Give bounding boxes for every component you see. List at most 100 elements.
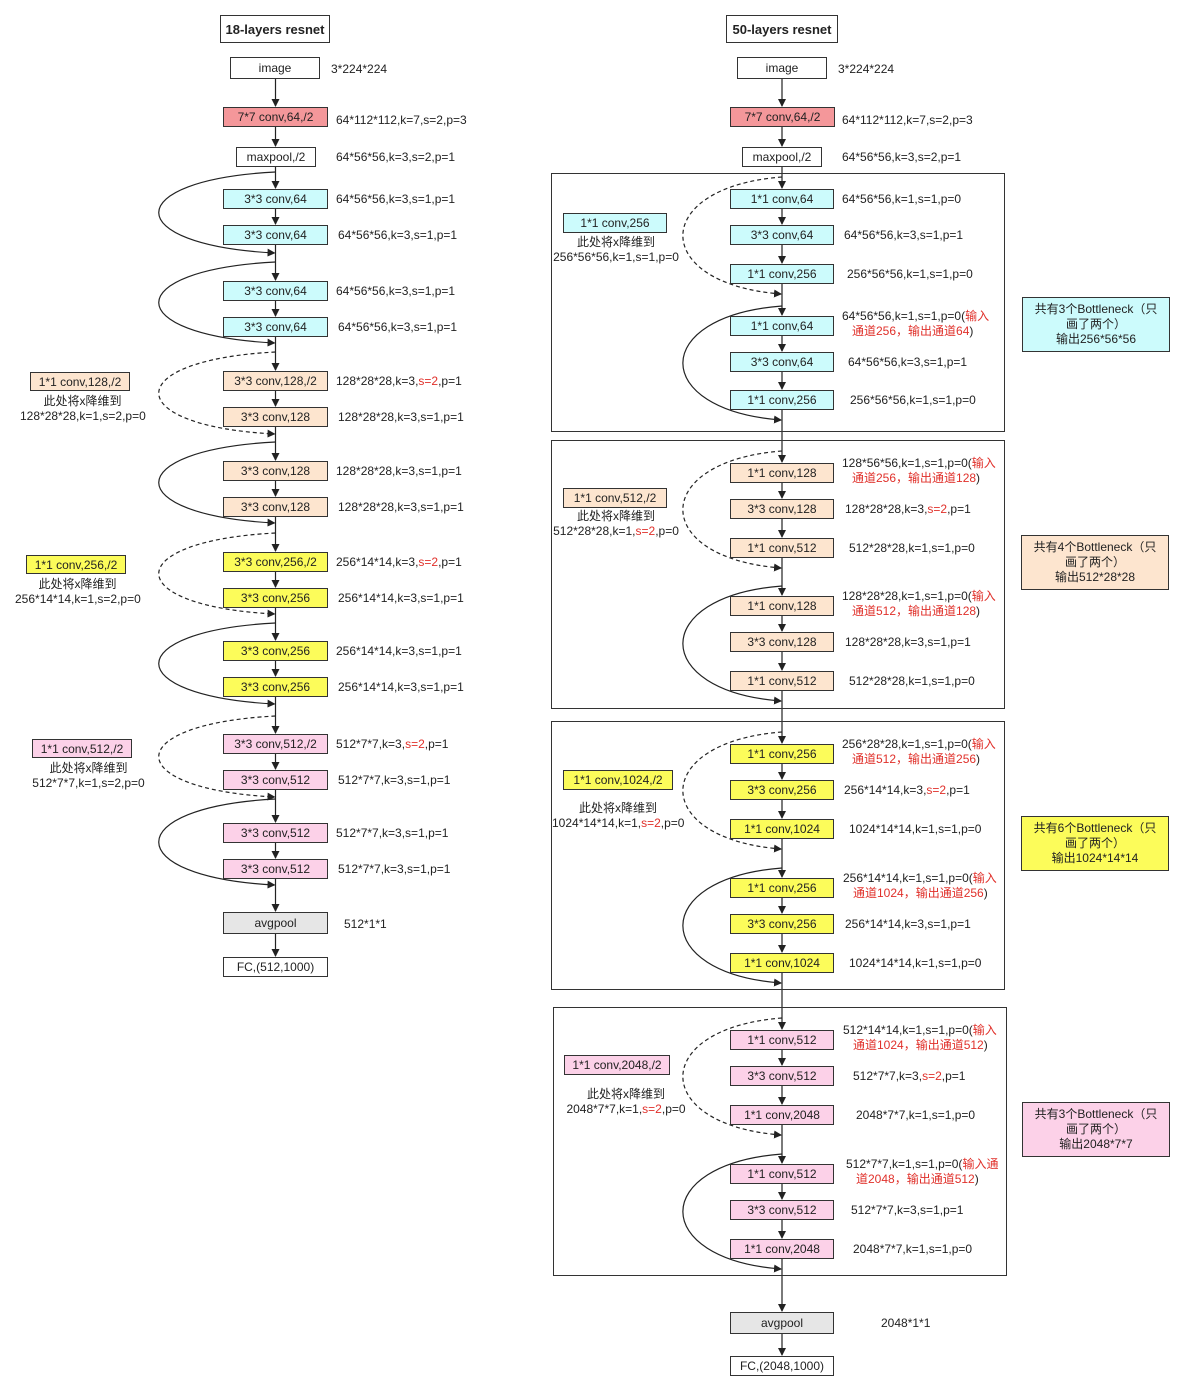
right-stage-1-frame [551,173,1005,432]
left-maxpool-box: maxpool,/2 [236,147,316,167]
left-fc-box: FC,(512,1000) [223,957,328,977]
right-stage-2-layer-5-ann: 128*28*28,k=3,s=1,p=1 [845,635,971,649]
right-stage-3-layer-4-ann-red: 输入 [972,871,997,885]
right-stage-3-shortcut-note-text: 1024*14*14,k=1, [552,816,642,830]
right-avgpool-ann: 2048*1*1 [881,1316,931,1330]
left-skip-5 [158,798,276,889]
right-stage-3-layer-1-ann-tail: ) [976,752,981,766]
right-stage-2-shortcut-note-tail: ,p=0 [655,524,679,538]
right-stage-4-layer-3-ann: 2048*7*7,k=1,s=1,p=0 [856,1108,976,1122]
right-stage-3-layer-4-ann-tail: ) [983,886,988,900]
left-layer-14-box: 3*3 conv,512 [223,770,328,790]
right-stage-1-layer-5-ann: 64*56*56,k=3,s=1,p=1 [848,355,968,369]
left-layer-16-ann: 512*7*7,k=3,s=1,p=1 [338,862,451,876]
left-skip-2 [158,261,276,347]
right-stage-1-layer-4-ann-line2: 通道256，输出通道64) [842,324,989,339]
left-layer-5-ann-red: s=2 [418,374,439,388]
left-layer-10-box: 3*3 conv,256 [223,588,328,608]
right-conv1-ann: 64*112*112,k=7,s=2,p=3 [842,113,973,127]
left-layer-8-box: 3*3 conv,128 [223,497,328,517]
right-stage-1-summary-text: 共有3个Bottleneck（只画了两个）输出256*56*56 [1035,302,1158,347]
left-avgpool-box: avgpool [223,912,328,934]
right-stage-3-shortcut-box: 1*1 conv,1024,/2 [563,770,673,790]
right-stage-2-shortcut-note-text: 512*28*28,k=1, [553,524,636,538]
right-stage-2-layer-1-ann: 128*56*56,k=1,s=1,p=0(输入通道256，输出通道128) [842,456,996,486]
right-stage-1-layer-4-ann-red2: 通道256，输出通道64 [852,324,970,338]
right-stage-2-shortcut-curve [682,450,783,572]
right-stage-4-shortcut-note-line2: 2048*7*7,k=1,s=2,p=0 [560,1102,692,1117]
left-layer-11-box: 3*3 conv,256 [223,641,328,661]
right-stage-4-summary-line-1: 共有3个Bottleneck（只 [1034,1107,1158,1121]
right-stage-4-layer-4-ann-red: 输入通 [962,1157,999,1171]
right-stage-2-layer-1-ann-tail: ) [976,471,981,485]
right-stage-1-layer-4-ann: 64*56*56,k=1,s=1,p=0(输入通道256，输出通道64) [842,309,989,339]
right-stage-4-layer-2-ann: 512*7*7,k=3,s=2,p=1 [853,1069,965,1084]
right-stage-3-shortcut-note-tail: ,p=0 [660,816,685,830]
right-stage-4-summary: 共有3个Bottleneck（只画了两个）输出2048*7*7 [1022,1102,1170,1157]
right-stage-1-layer-4-ann-tail: ) [969,324,974,338]
left-layer-9-ann-red: s=2 [418,555,439,569]
right-stage-4-layer-1-ann-line2: 通道1024，输出通道512) [843,1038,997,1053]
right-stage-1-summary-line-1: 共有3个Bottleneck（只 [1034,302,1158,316]
right-stage-2-shortcut-note-line2: 512*28*28,k=1,s=2,p=0 [550,524,682,539]
right-stage-1-skip-curve [682,305,783,424]
right-stage-4-layer-4-ann-line1: 512*7*7,k=1,s=1,p=0(输入通 [846,1157,998,1172]
right-stage-3-summary: 共有6个Bottleneck（只画了两个）输出1024*14*14 [1021,816,1169,871]
left-layer-15-ann: 512*7*7,k=3,s=1,p=1 [336,826,449,840]
right-stage-2-layer-2-box: 3*3 conv,128 [730,499,834,519]
left-shortcut-1-note-line2: 128*28*28,k=1,s=2,p=0 [20,409,146,423]
left-layer-16-box: 3*3 conv,512 [223,859,328,879]
left-layer-9-ann-tail: ,p=1 [438,555,462,569]
right-stage-3-skip-curve [682,867,783,987]
right-stage-3-layer-1-ann: 256*28*28,k=1,s=1,p=0(输入通道512，输出通道256) [842,737,996,767]
right-stage-4-layer-6-box: 1*1 conv,2048 [730,1239,834,1259]
left-skip-1 [158,171,276,257]
right-stage-1-layer-2-ann: 64*56*56,k=3,s=1,p=1 [844,228,964,242]
right-stage-3-layer-1-ann-text: 256*28*28,k=1,s=1,p=0( [842,737,972,751]
right-stage-4-layer-2-ann-text: 512*7*7,k=3, [853,1069,923,1083]
right-stage-2-layer-4-ann-tail: ) [976,604,981,618]
right-maxpool-ann: 64*56*56,k=3,s=2,p=1 [842,150,962,164]
left-shortcut-3-box: 1*1 conv,512,/2 [32,739,132,758]
right-stage-3-shortcut-curve [682,731,783,853]
right-stage-1-summary-line-2: 画了两个） [1065,317,1126,331]
left-image-box: image [230,57,320,79]
left-layer-5-ann: 128*28*28,k=3,s=2,p=1 [336,374,462,389]
left-maxpool-ann: 64*56*56,k=3,s=2,p=1 [336,150,456,164]
left-layer-7-box: 3*3 conv,128 [223,461,328,481]
left-layer-5-ann-tail: ,p=1 [438,374,462,388]
right-stage-3-layer-1-ann-line1: 256*28*28,k=1,s=1,p=0(输入 [842,737,996,752]
right-stage-4-layer-1-ann-red: 输入 [972,1023,997,1037]
right-stage-2-layer-4-ann-text: 128*28*28,k=1,s=1,p=0( [842,589,972,603]
right-stage-3-layer-1-ann-red2: 通道512，输出通道256 [852,752,977,766]
left-layer-9-ann: 256*14*14,k=3,s=2,p=1 [336,555,462,570]
left-layer-9-ann-text: 256*14*14,k=3, [336,555,419,569]
right-stage-3-layer-2-ann-tail: ,p=1 [946,783,970,797]
flow-edges [158,79,786,1356]
right-stage-2-layer-1-ann-red2: 通道256，输出通道128 [852,471,977,485]
right-stage-2-layer-1-ann-text: 128*56*56,k=1,s=1,p=0( [842,456,972,470]
right-stage-2-frame [551,440,1005,709]
right-stage-2-layer-4-ann-red: 输入 [971,589,996,603]
right-stage-4-summary-text: 共有3个Bottleneck（只画了两个）输出2048*7*7 [1035,1107,1158,1152]
right-stage-3-summary-text: 共有6个Bottleneck（只画了两个）输出1024*14*14 [1034,821,1157,866]
right-stage-3-layer-3-ann: 1024*14*14,k=1,s=1,p=0 [849,822,982,836]
left-layer-2-box: 3*3 conv,64 [223,225,328,245]
left-layer-15-box: 3*3 conv,512 [223,823,328,843]
right-stage-4-layer-1-box: 1*1 conv,512 [730,1030,834,1050]
right-stage-3-layer-6-box: 1*1 conv,1024 [730,953,834,973]
right-title: 50-layers resnet [726,15,838,43]
right-stage-2-summary-text: 共有4个Bottleneck（只画了两个）输出512*28*28 [1034,540,1157,585]
right-stage-3-shortcut-note-red: s=2 [641,816,661,830]
right-stage-3-layer-2-ann-red: s=2 [926,783,947,797]
right-stage-2-layer-5-box: 3*3 conv,128 [730,632,834,652]
right-stage-4-shortcut-box: 1*1 conv,2048,/2 [564,1055,670,1075]
left-shortcut-1 [158,351,276,438]
right-stage-4-layer-1-ann-text: 512*14*14,k=1,s=1,p=0( [843,1023,973,1037]
right-stage-2-shortcut-note-line1: 此处将x降维到 [576,509,655,523]
right-stage-4-frame [553,1007,1007,1276]
